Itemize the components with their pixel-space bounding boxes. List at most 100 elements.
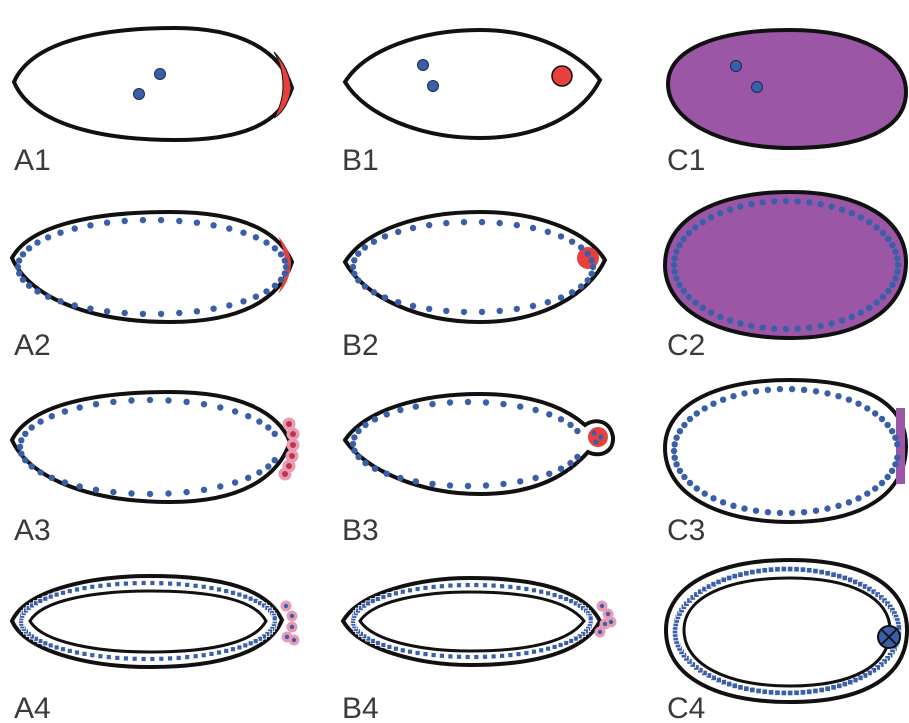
nucleus	[34, 239, 40, 245]
b1-nucleus-2	[428, 81, 439, 92]
nucleus	[777, 510, 783, 516]
nucleus	[18, 437, 24, 443]
nucleus	[183, 399, 189, 405]
blastoderm-cell	[483, 654, 488, 659]
nucleus	[839, 317, 845, 323]
a4-embryo-inner	[30, 591, 266, 652]
nucleus	[351, 271, 357, 277]
nucleus	[671, 255, 677, 261]
nucleus	[700, 219, 706, 225]
b3-pole-bud	[588, 427, 608, 447]
nucleus	[362, 283, 368, 289]
nucleus	[801, 509, 807, 515]
blastoderm-cell	[272, 616, 277, 621]
nucleus	[372, 466, 378, 472]
blastoderm-cell	[800, 567, 806, 573]
nucleus	[22, 431, 28, 437]
panel-b1	[345, 30, 600, 138]
pole-cell-nucleus	[600, 604, 604, 608]
blastoderm-cell	[848, 577, 854, 583]
blastoderm-cell	[159, 656, 164, 661]
nucleus	[158, 311, 164, 317]
panel-a2	[12, 212, 292, 322]
b3-embryo-outline	[345, 394, 613, 494]
nucleus	[686, 294, 692, 300]
pole-cell-nucleus	[289, 453, 295, 459]
blastoderm-cell	[150, 581, 155, 586]
blastoderm-cell	[98, 583, 103, 588]
nucleus	[426, 222, 432, 228]
pole-cell-nucleus	[290, 431, 296, 437]
blastoderm-cell	[775, 567, 781, 573]
nucleus	[578, 283, 584, 289]
blastoderm-cell	[721, 679, 727, 685]
pole-nucleus	[591, 430, 596, 435]
nucleus	[272, 457, 278, 463]
pole-cell-nucleus	[290, 614, 294, 618]
blastoderm-cell	[193, 654, 198, 659]
nucleus	[158, 217, 164, 223]
nucleus	[872, 485, 878, 491]
nucleus	[737, 320, 743, 326]
blastoderm-cell	[61, 590, 66, 595]
nucleus	[128, 397, 134, 403]
nucleus	[232, 408, 238, 414]
nucleus	[176, 218, 182, 224]
blastoderm-cell	[439, 584, 444, 589]
nucleus	[194, 220, 200, 226]
nucleus	[866, 305, 872, 311]
nucleus	[889, 242, 895, 248]
blastoderm-cell	[224, 589, 229, 594]
pole-cell-nucleus	[609, 620, 613, 624]
label-b1: B1	[342, 144, 379, 177]
nucleus	[864, 490, 870, 496]
nucleus	[165, 397, 171, 403]
blastoderm-cell	[224, 648, 229, 653]
nucleus	[700, 305, 706, 311]
nucleus	[677, 468, 683, 474]
nucleus	[217, 483, 223, 489]
blastoderm-cell	[500, 584, 505, 589]
nucleus	[283, 264, 289, 270]
blastoderm-cell	[123, 656, 128, 661]
nucleus	[673, 275, 679, 281]
blastoderm-cell	[756, 568, 762, 574]
nucleus	[483, 399, 489, 405]
blastoderm-cell	[768, 690, 774, 696]
blastoderm-cell	[106, 655, 111, 660]
blastoderm-cell	[423, 585, 428, 590]
nucleus	[282, 257, 288, 263]
blastoderm-cell	[150, 657, 155, 662]
nucleus	[479, 309, 485, 315]
blastoderm-cell	[813, 688, 819, 694]
nucleus	[708, 309, 714, 315]
blastoderm-cell	[448, 654, 453, 659]
nucleus	[29, 463, 35, 469]
nucleus	[817, 323, 823, 329]
nucleus	[87, 306, 93, 312]
blastoderm-cell	[132, 581, 137, 586]
nucleus	[410, 303, 416, 309]
blastoderm-cell	[569, 638, 574, 643]
nucleus	[201, 401, 207, 407]
blastoderm-cell	[408, 649, 413, 654]
nucleus	[210, 306, 216, 312]
nucleus	[16, 257, 22, 263]
nucleus	[676, 242, 682, 248]
pole-cell-nucleus	[290, 442, 296, 448]
nucleus	[885, 236, 891, 242]
nucleus	[817, 201, 823, 207]
pole-cell-nucleus	[290, 625, 294, 629]
blastoderm-cell	[185, 582, 190, 587]
nucleus	[585, 251, 591, 257]
nucleus	[879, 480, 885, 486]
nucleus	[384, 411, 390, 417]
nucleus	[217, 404, 223, 410]
b2-embryo-outline	[345, 212, 605, 322]
nucleus	[57, 298, 63, 304]
nucleus	[272, 431, 278, 437]
blastoderm-cell	[744, 686, 750, 692]
blastoderm-cell	[43, 596, 48, 601]
blastoderm-cell	[408, 588, 413, 593]
